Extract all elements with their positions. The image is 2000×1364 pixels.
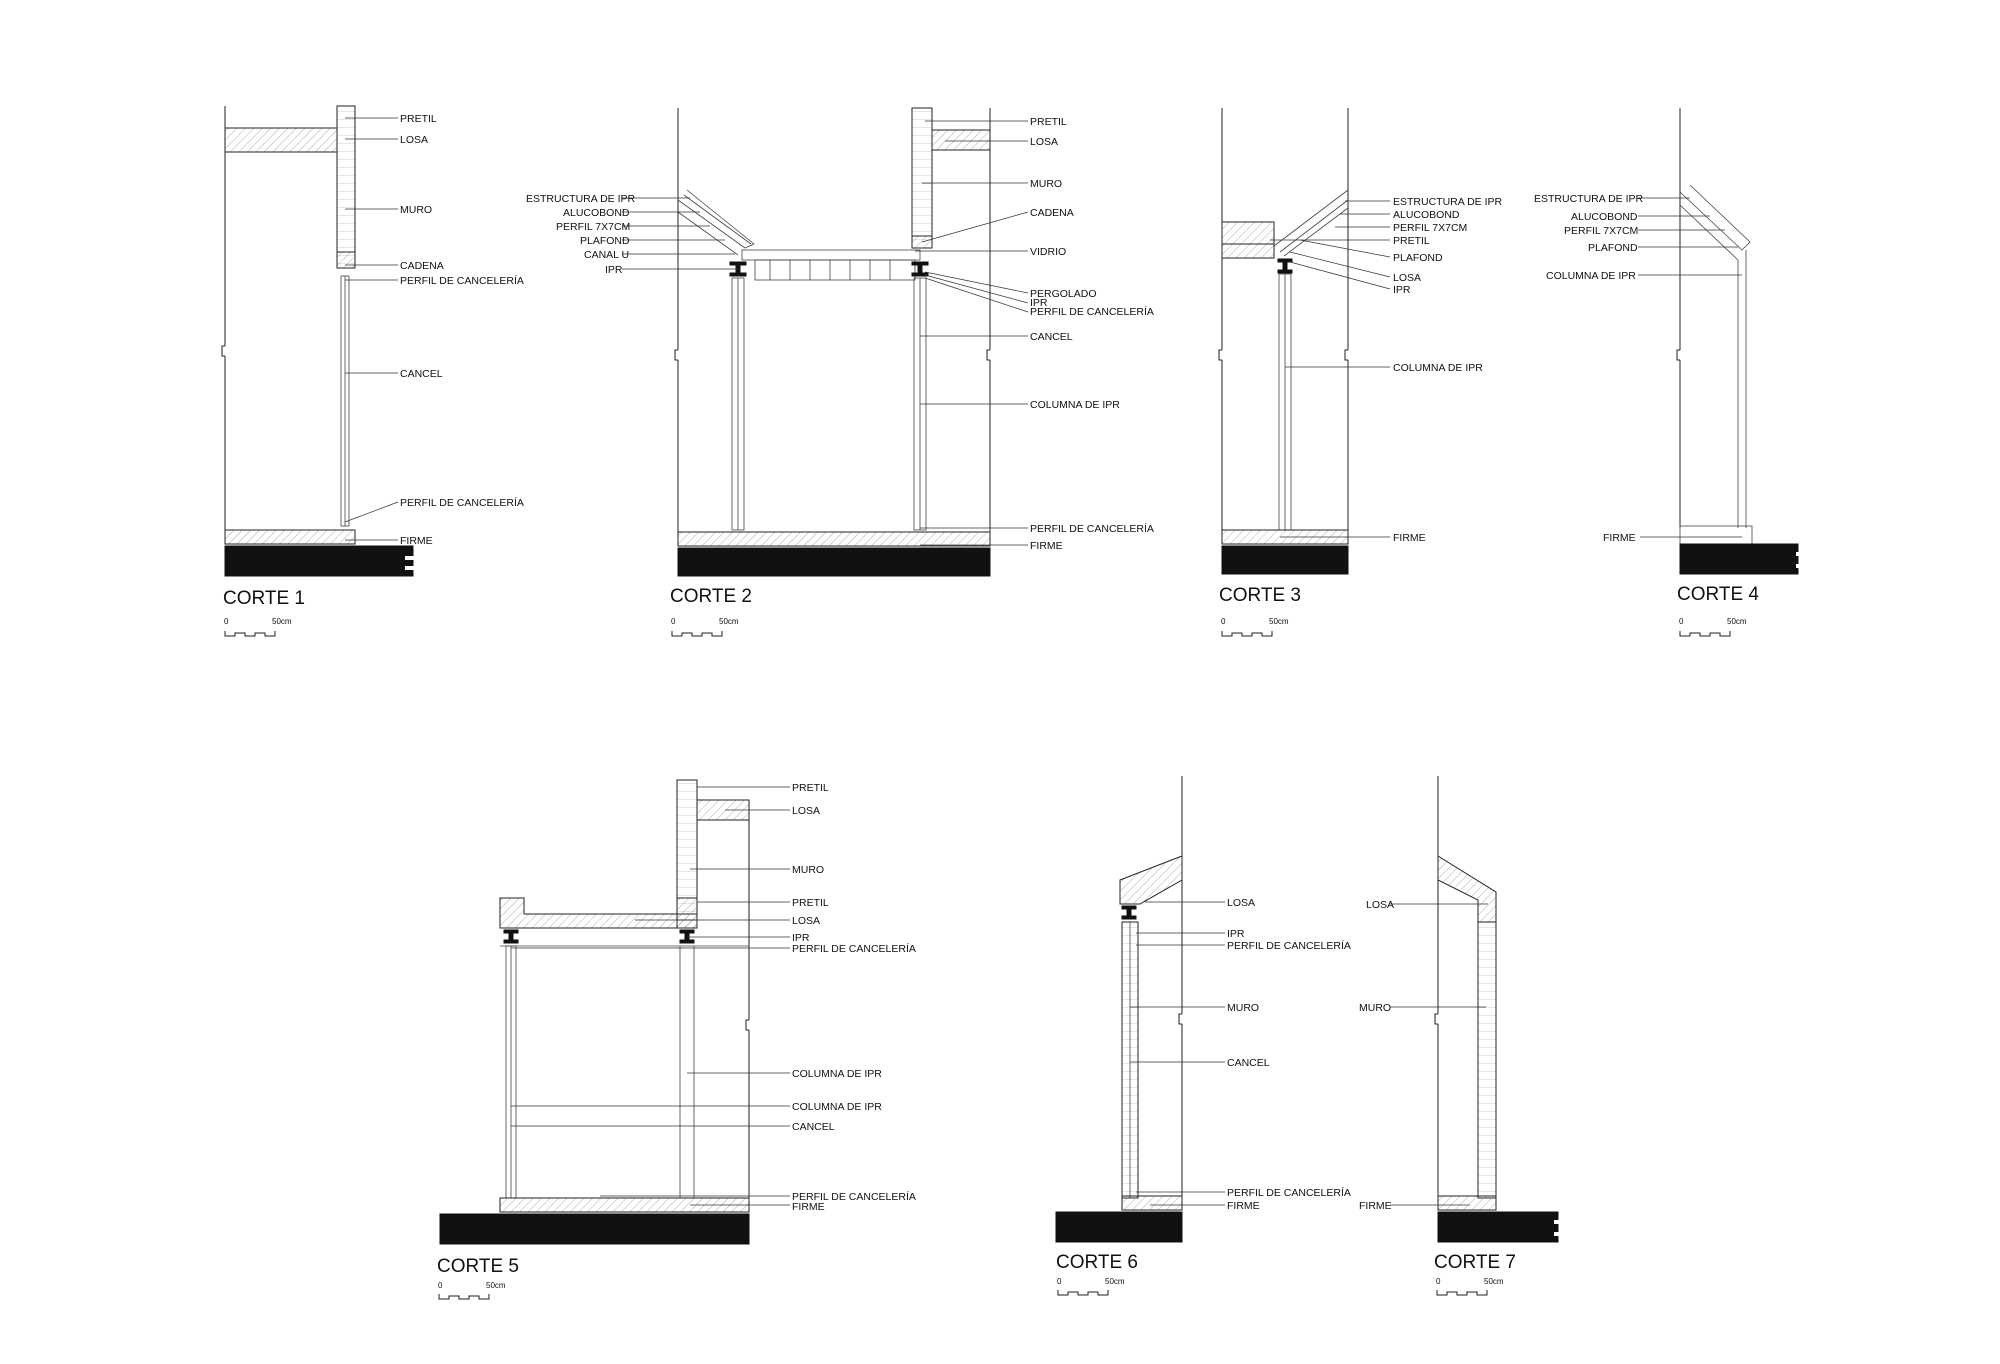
svg-text:50cm: 50cm	[1484, 1277, 1504, 1286]
label-perfil-de-canceleria: PERFIL DE CANCELERÍA	[400, 274, 524, 287]
label-columna-de-ipr: COLUMNA DE IPR	[1030, 399, 1120, 411]
svg-text:0: 0	[1057, 1277, 1062, 1286]
label-perfil-de-canceleria: PERFIL DE CANCELERÍA	[1030, 522, 1154, 535]
label-perfil-7x7cm: PERFIL 7X7CM	[1393, 222, 1467, 234]
label-losa: LOSA	[792, 805, 820, 817]
section-corte-6: LOSA IPR PERFIL DE CANCELERÍA MURO CANCE…	[1055, 776, 1351, 1296]
label-pretil: PRETIL	[792, 897, 829, 909]
label-estructura-de-ipr: ESTRUCTURA DE IPR	[1534, 193, 1644, 205]
label-perfil-de-canceleria: PERFIL DE CANCELERÍA	[1030, 305, 1154, 318]
scale-bar: 0 50cm	[1436, 1277, 1504, 1296]
label-perfil-de-canceleria: PERFIL DE CANCELERÍA	[1227, 1186, 1351, 1199]
label-perfil-7x7cm: PERFIL 7X7CM	[1564, 225, 1638, 237]
svg-text:50cm: 50cm	[272, 617, 292, 626]
label-alucobond: ALUCOBOND	[1571, 211, 1638, 223]
section-corte-5: PRETIL LOSA MURO PRETIL LOSA IPR PERFIL …	[437, 779, 916, 1300]
label-alucobond: ALUCOBOND	[1393, 209, 1460, 221]
label-plafond: PLAFOND	[1588, 242, 1638, 254]
label-perfil-de-canceleria: PERFIL DE CANCELERÍA	[400, 496, 524, 509]
label-pergolado: PERGOLADO	[1030, 288, 1097, 300]
label-muro: MURO	[1359, 1002, 1391, 1014]
label-firme: FIRME	[1393, 532, 1426, 544]
svg-text:50cm: 50cm	[486, 1281, 506, 1290]
label-ipr: IPR	[1393, 284, 1411, 296]
section-corte-1: PRETIL LOSA MURO CADENA PERFIL DE CANCEL…	[221, 105, 524, 637]
svg-text:0: 0	[1679, 617, 1684, 626]
section-title: CORTE 7	[1434, 1252, 1516, 1273]
svg-text:0: 0	[1221, 617, 1226, 626]
label-columna-de-ipr: COLUMNA DE IPR	[1546, 270, 1636, 282]
label-pretil: PRETIL	[792, 782, 829, 794]
svg-text:50cm: 50cm	[1105, 1277, 1125, 1286]
label-columna-de-ipr: COLUMNA DE IPR	[792, 1101, 882, 1113]
label-cadena: CADENA	[400, 260, 444, 272]
label-muro: MURO	[1030, 178, 1062, 190]
label-columna-de-ipr: COLUMNA DE IPR	[1393, 362, 1483, 374]
label-plafond: PLAFOND	[580, 235, 630, 247]
label-losa: LOSA	[1366, 899, 1394, 911]
label-cancel: CANCEL	[400, 368, 443, 380]
label-cancel: CANCEL	[792, 1121, 835, 1133]
label-firme: FIRME	[1359, 1200, 1392, 1212]
section-corte-4: ESTRUCTURA DE IPR ALUCOBOND PERFIL 7X7CM…	[1534, 108, 1806, 637]
label-estructura-de-ipr: ESTRUCTURA DE IPR	[526, 193, 636, 205]
label-perfil-de-canceleria: PERFIL DE CANCELERÍA	[792, 942, 916, 955]
scale-bar: 0 50cm	[224, 617, 292, 637]
section-corte-3: ESTRUCTURA DE IPR ALUCOBOND PERFIL 7X7CM…	[1218, 108, 1503, 637]
label-muro: MURO	[400, 204, 432, 216]
section-title: CORTE 6	[1056, 1252, 1138, 1273]
section-title: CORTE 4	[1677, 584, 1759, 605]
label-perfil-de-canceleria: PERFIL DE CANCELERÍA	[792, 1190, 916, 1203]
label-ipr: IPR	[792, 932, 810, 944]
svg-text:0: 0	[438, 1281, 443, 1290]
label-vidrio: VIDRIO	[1030, 246, 1066, 258]
label-columna-de-ipr: COLUMNA DE IPR	[792, 1068, 882, 1080]
label-losa: LOSA	[1393, 272, 1421, 284]
scale-bar: 0 50cm	[671, 617, 739, 637]
svg-text:50cm: 50cm	[719, 617, 739, 626]
label-cancel: CANCEL	[1227, 1057, 1270, 1069]
label-firme: FIRME	[1030, 540, 1063, 552]
section-title: CORTE 1	[223, 588, 305, 609]
section-corte-2: ESTRUCTURA DE IPR ALUCOBOND PERFIL 7X7CM…	[526, 107, 1154, 637]
label-firme: FIRME	[400, 535, 433, 547]
label-losa: LOSA	[400, 134, 428, 146]
label-cancel: CANCEL	[1030, 331, 1073, 343]
label-losa: LOSA	[1030, 136, 1058, 148]
section-title: CORTE 3	[1219, 585, 1301, 606]
scale-bar: 0 50cm	[438, 1281, 506, 1300]
label-perfil-de-canceleria: PERFIL DE CANCELERÍA	[1227, 939, 1351, 952]
label-pretil: PRETIL	[1393, 235, 1430, 247]
scale-bar: 0 50cm	[1057, 1277, 1125, 1296]
section-title: CORTE 5	[437, 1256, 519, 1277]
label-estructura-de-ipr: ESTRUCTURA DE IPR	[1393, 196, 1503, 208]
label-losa: LOSA	[792, 915, 820, 927]
label-cadena: CADENA	[1030, 207, 1074, 219]
label-ipr: IPR	[605, 264, 623, 276]
label-ipr: IPR	[1227, 928, 1245, 940]
label-pretil: PRETIL	[1030, 116, 1067, 128]
svg-text:50cm: 50cm	[1727, 617, 1747, 626]
label-muro: MURO	[792, 864, 824, 876]
label-perfil-7x7cm: PERFIL 7X7CM	[556, 221, 630, 233]
label-pretil: PRETIL	[400, 113, 437, 125]
scale-bar: 0 50cm	[1221, 617, 1289, 637]
label-ipr: IPR	[1030, 297, 1048, 309]
scale-bar: 0 50cm	[1679, 617, 1747, 637]
svg-text:0: 0	[224, 617, 229, 626]
label-plafond: PLAFOND	[1393, 252, 1443, 264]
label-firme: FIRME	[1603, 532, 1636, 544]
svg-text:0: 0	[671, 617, 676, 626]
label-firme: FIRME	[1227, 1200, 1260, 1212]
section-corte-7: LOSA MURO FIRME CORTE 7 0 50cm	[1359, 776, 1564, 1296]
svg-text:0: 0	[1436, 1277, 1441, 1286]
label-firme: FIRME	[792, 1201, 825, 1213]
label-canal-u: CANAL U	[584, 249, 629, 261]
label-alucobond: ALUCOBOND	[563, 207, 630, 219]
svg-text:50cm: 50cm	[1269, 617, 1289, 626]
label-muro: MURO	[1227, 1002, 1259, 1014]
label-losa: LOSA	[1227, 897, 1255, 909]
section-title: CORTE 2	[670, 586, 752, 607]
